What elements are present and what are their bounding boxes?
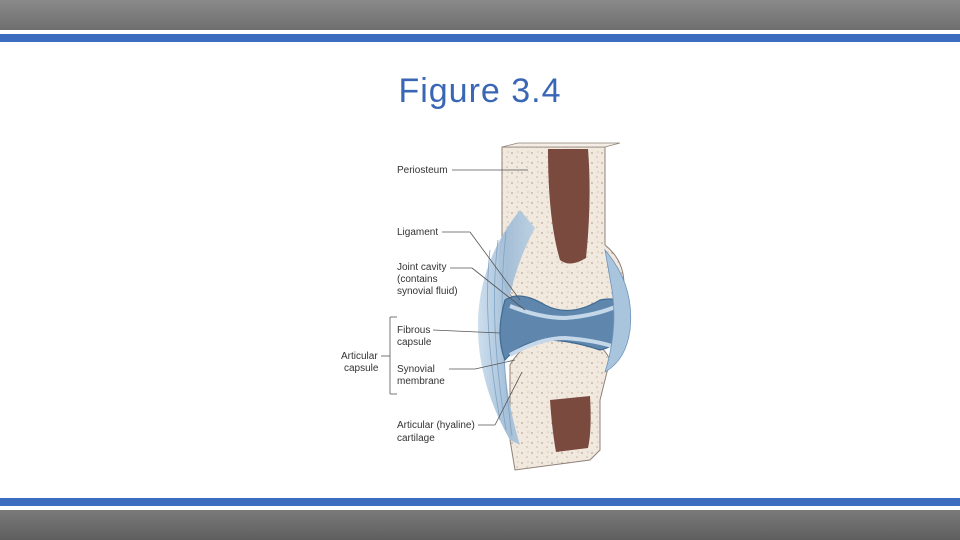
label-synovial-line1: Synovial bbox=[397, 364, 435, 375]
label-fibrous-line1: Fibrous bbox=[397, 325, 430, 336]
top-white-gap bbox=[0, 30, 960, 34]
synovial-joint-diagram: Periosteum Ligament Joint cavity (contai… bbox=[341, 142, 632, 471]
bottom-gray-band bbox=[0, 510, 960, 540]
leader-lines bbox=[381, 169, 528, 426]
label-joint-cavity-line1: Joint cavity bbox=[397, 262, 446, 273]
upper-articular-cartilage bbox=[509, 303, 621, 321]
bottom-white-gap bbox=[0, 506, 960, 510]
label-joint-cavity-line3: synovial fluid) bbox=[397, 286, 458, 297]
label-fibrous-line2: capsule bbox=[397, 337, 432, 348]
right-capsule bbox=[604, 248, 632, 373]
label-periosteum: Periosteum bbox=[397, 165, 448, 176]
lower-marrow-cavity bbox=[550, 396, 591, 452]
lower-articular-cartilage bbox=[509, 335, 619, 357]
upper-marrow-cavity bbox=[548, 149, 590, 264]
label-articular-capsule-line1: Articular bbox=[341, 351, 378, 362]
slide-title: Figure 3.4 bbox=[398, 72, 562, 110]
label-articular-capsule-line2: capsule bbox=[344, 363, 379, 374]
label-joint-cavity-line2: (contains bbox=[397, 274, 438, 285]
label-synovial-line2: membrane bbox=[397, 376, 445, 387]
label-cartilage-line1: Articular (hyaline) bbox=[397, 420, 475, 431]
bottom-blue-stripe bbox=[0, 498, 960, 506]
upper-bone bbox=[499, 142, 625, 320]
label-ligament: Ligament bbox=[397, 227, 438, 238]
top-blue-stripe bbox=[0, 34, 960, 42]
lower-bone bbox=[509, 335, 611, 471]
top-gray-band bbox=[0, 0, 960, 30]
fibrous-capsule bbox=[477, 210, 535, 445]
label-cartilage-line2: cartilage bbox=[397, 433, 435, 444]
